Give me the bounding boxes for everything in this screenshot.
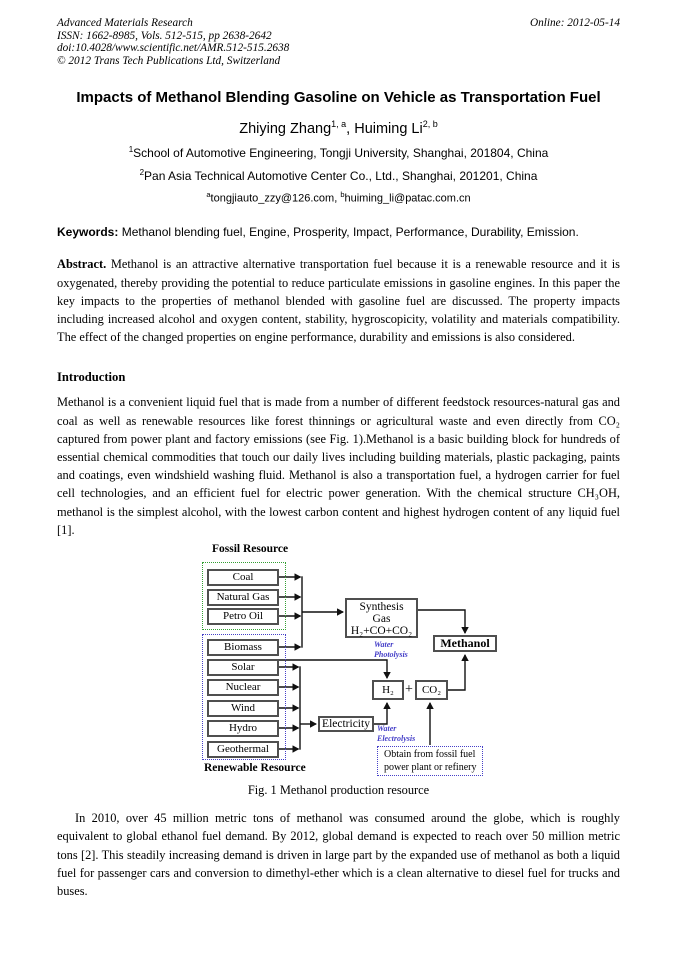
affiliation-2-superscript: 2 — [139, 167, 145, 177]
author-1-name: Zhiying Zhang — [239, 120, 332, 137]
affiliation-2: 2Pan Asia Technical Automotive Center Co… — [57, 168, 620, 183]
figure-box-methanol: Methanol — [433, 635, 497, 652]
affiliation-1-text: School of Automotive Engineering, Tongji… — [133, 145, 549, 160]
plus-sign: + — [405, 682, 413, 697]
arrow-electricity-to-h2 — [374, 702, 391, 725]
synthesis-line-3: H₂+CO+CO₂ — [350, 625, 413, 637]
figure-box-coal: Coal — [207, 569, 279, 586]
arrow-synthesis-to-methanol — [418, 609, 469, 634]
journal-header: Advanced Materials Research ISSN: 1662-8… — [57, 17, 620, 67]
affiliation-2-text: Pan Asia Technical Automotive Center Co.… — [144, 168, 538, 183]
obtain-note-line-1: Obtain from fossil fuel — [384, 749, 476, 760]
figure-box-wind: Wind — [207, 700, 279, 717]
abstract-label: Abstract. — [57, 257, 107, 272]
authors-separator: , — [346, 120, 355, 137]
water-electrolysis-line-1: Water — [377, 724, 397, 733]
arrow-co2-to-methanol — [447, 654, 469, 691]
journal-info-block: Advanced Materials Research ISSN: 1662-8… — [57, 17, 289, 67]
email-1-address: tongjiauto_zzy@126.com, — [210, 192, 341, 205]
figure-box-electricity: Electricity — [318, 716, 374, 732]
figure-box-h2: H₂ — [372, 680, 404, 700]
water-electrolysis-line-2: Electrolysis — [377, 733, 416, 743]
water-photolysis-line-1: Water — [374, 640, 394, 649]
demand-paragraph: In 2010, over 45 million metric tons of … — [57, 811, 620, 899]
water-photolysis-annotation: Water Photolysis — [374, 640, 408, 659]
affiliation-1: 1School of Automotive Engineering, Tongj… — [57, 145, 620, 160]
arrow-solar-photolysis-to-h2 — [278, 659, 391, 679]
renewable-resource-label: Renewable Resource — [204, 762, 306, 774]
synthesis-line-2: Gas — [372, 613, 391, 625]
journal-copyright-line: © 2012 Trans Tech Publications Ltd, Swit… — [57, 54, 281, 67]
figure-1-diagram: Fossil Resource Coal Natural Gas Petro O… — [57, 543, 620, 779]
keywords-line: Keywords: Methanol blending fuel, Engine… — [57, 225, 620, 240]
abstract-text: Methanol is an attractive alternative tr… — [57, 257, 620, 345]
keywords-text: Methanol blending fuel, Engine, Prosperi… — [118, 225, 579, 240]
email-1-superscript: a — [206, 189, 211, 199]
author-emails: atongjiauto_zzy@126.com, bhuiming_li@pat… — [57, 190, 620, 205]
email-2-address: huiming_li@patac.com.cn — [344, 192, 471, 205]
online-date: Online: 2012-05-14 — [529, 17, 620, 29]
fossil-group-box — [202, 562, 286, 630]
obtain-note-box: Obtain from fossil fuel power plant or r… — [377, 746, 483, 776]
renewable-group-box — [202, 634, 286, 760]
fossil-resource-label: Fossil Resource — [212, 543, 289, 555]
figure-box-co2: CO₂ — [415, 680, 448, 700]
figure-box-geothermal: Geothermal — [207, 741, 279, 758]
affiliation-1-superscript: 1 — [128, 144, 134, 154]
figure-box-natural-gas: Natural Gas — [207, 589, 279, 606]
journal-doi-line: doi:10.4028/www.scientific.net/AMR.512-5… — [57, 42, 290, 55]
figure-box-petro-oil: Petro Oil — [207, 608, 279, 625]
author-1-superscript: 1, a — [331, 118, 347, 129]
figure-caption: Fig. 1 Methanol production resource — [247, 783, 430, 797]
figure-box-hydro: Hydro — [207, 720, 279, 737]
figure-box-synthesis-gas: Synthesis Gas H₂+CO+CO₂ — [345, 598, 418, 638]
abstract-paragraph: Abstract. Methanol is an attractive alte… — [57, 255, 620, 346]
author-2-name: Huiming Li — [354, 120, 423, 137]
figure-box-biomass: Biomass — [207, 639, 279, 656]
synthesis-line-1: Synthesis — [359, 601, 404, 613]
obtain-note-line-2: power plant or refinery — [384, 761, 477, 773]
journal-issn-line: ISSN: 1662-8985, Vols. 512-515, pp 2638-… — [57, 29, 272, 42]
author-2-superscript: 2, b — [422, 118, 438, 129]
section-heading-introduction: Introduction — [57, 370, 126, 385]
figure-box-solar: Solar — [207, 659, 279, 676]
paper-title: Impacts of Methanol Blending Gasoline on… — [76, 89, 601, 107]
water-photolysis-line-2: Photolysis — [374, 649, 408, 659]
keywords-label: Keywords: — [57, 225, 119, 240]
water-electrolysis-annotation: Water Electrolysis — [377, 724, 415, 743]
email-2-superscript: b — [340, 189, 345, 199]
figure-box-nuclear: Nuclear — [207, 679, 279, 696]
journal-name: Advanced Materials Research — [57, 17, 193, 29]
introduction-paragraph: Methanol is a convenient liquid fuel tha… — [57, 395, 620, 537]
figure-arrows — [278, 573, 469, 753]
authors-line: Zhiying Zhang1, a, Huiming Li2, b — [57, 119, 620, 137]
